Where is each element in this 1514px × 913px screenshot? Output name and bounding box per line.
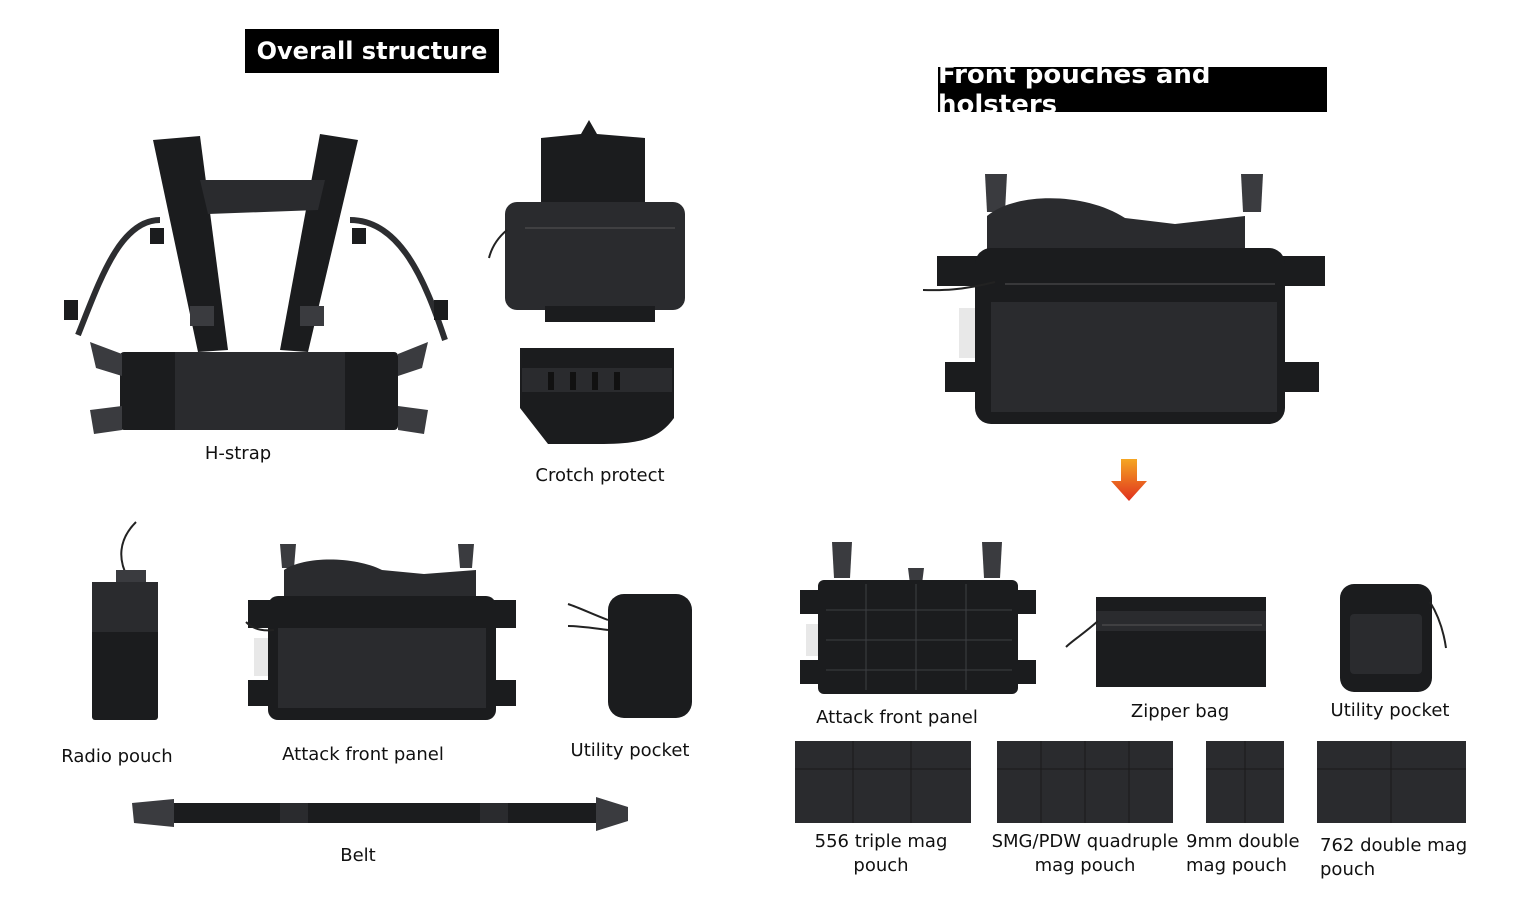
h-strap-label: H-strap — [204, 443, 272, 464]
mm9-image — [1206, 741, 1284, 823]
zipper-bag-image — [1065, 597, 1266, 687]
h-strap-image — [64, 134, 448, 434]
attack-front-panel-label-left: Attack front panel — [282, 744, 444, 765]
radio-pouch-image — [92, 521, 158, 720]
crotch-protect-pouch-image — [488, 120, 685, 322]
utility-pocket-image-left — [567, 594, 692, 718]
crotch-protect-panel-image — [520, 348, 674, 444]
mag-762-label: 762 double mag pouch — [1320, 835, 1468, 880]
crotch-protect-label: Crotch protect — [535, 465, 665, 486]
overall-structure-title: Overall structure — [245, 29, 499, 73]
utility-pocket-label-left: Utility pocket — [570, 740, 690, 761]
belt-image — [132, 797, 628, 831]
belt-label: Belt — [340, 845, 376, 866]
utility-pocket-image-right — [1340, 584, 1447, 692]
front-pouches-main-image — [922, 174, 1325, 424]
attack-front-panel-image-left — [245, 544, 516, 720]
zipper-bag-label: Zipper bag — [1130, 701, 1230, 722]
smg-pdw-label: SMG/PDW quadruple mag pouch — [991, 831, 1179, 876]
attack-front-panel-label-right: Attack front panel — [816, 707, 978, 728]
mag-762-image — [1317, 741, 1466, 823]
attack-front-panel-image-right — [800, 542, 1036, 694]
radio-pouch-label: Radio pouch — [61, 746, 173, 767]
smg-pdw-image — [997, 741, 1173, 823]
mm9-label: 9mm double mag pouch — [1186, 831, 1300, 876]
mag-556-image — [795, 741, 971, 823]
front-pouches-title: Front pouches and holsters — [938, 60, 1327, 120]
down-arrow-icon — [1111, 459, 1147, 501]
mag-556-label: 556 triple mag pouch — [814, 831, 948, 876]
utility-pocket-label-right: Utility pocket — [1330, 700, 1450, 721]
